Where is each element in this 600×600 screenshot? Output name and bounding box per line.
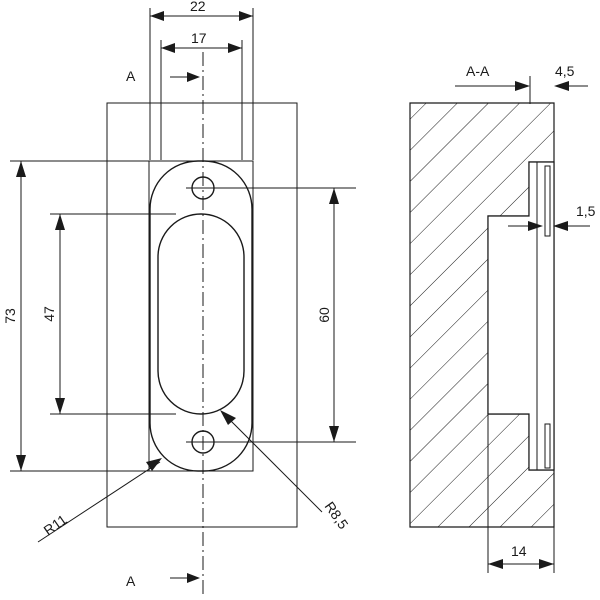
dim-hole-pitch-label: 60 (316, 307, 332, 323)
section-arrow-bottom-head (187, 573, 200, 583)
dim-overall-width-label: 22 (190, 0, 206, 14)
dim-slot-height: 47 (41, 213, 176, 415)
strike-plate-rect (148, 160, 254, 472)
section-plate-upper (544, 165, 551, 237)
dim-hole-spacing-width-label: 17 (191, 30, 207, 46)
dim-overall-width: 22 (149, 0, 254, 160)
section-view: A-A 4,5 1,5 14 (409, 63, 596, 573)
dim-slot-height-label: 47 (41, 306, 57, 322)
dim-overall-height: 73 (2, 160, 186, 472)
front-view: A A 22 17 73 (2, 0, 356, 598)
dim-plate-thickness-label: 4,5 (555, 63, 575, 79)
dim-pocket-depth-label: 14 (511, 543, 527, 559)
dim-plate-thickness: 4,5 (455, 63, 588, 104)
dim-hole-spacing-width: 17 (160, 30, 243, 160)
dim-slot-radius-label: R8,5 (322, 499, 352, 533)
dim-hole-pitch: 60 (316, 188, 339, 442)
section-plate-lower (544, 423, 551, 469)
dim-lip: 1,5 (508, 203, 596, 231)
dim-pocket-depth: 14 (487, 414, 555, 573)
strike-plate-rounded (149, 160, 253, 472)
section-marker-top: A (126, 68, 136, 84)
slot-opening (157, 213, 245, 415)
dim-outer-radius-label: R11 (41, 511, 71, 538)
section-marker-bottom: A (126, 573, 136, 589)
front-outer-block (106, 102, 298, 528)
dim-overall-height-label: 73 (2, 308, 18, 324)
dim-lip-label: 1,5 (576, 203, 596, 219)
section-title: A-A (466, 63, 490, 79)
section-arrow-top-head (187, 72, 200, 82)
